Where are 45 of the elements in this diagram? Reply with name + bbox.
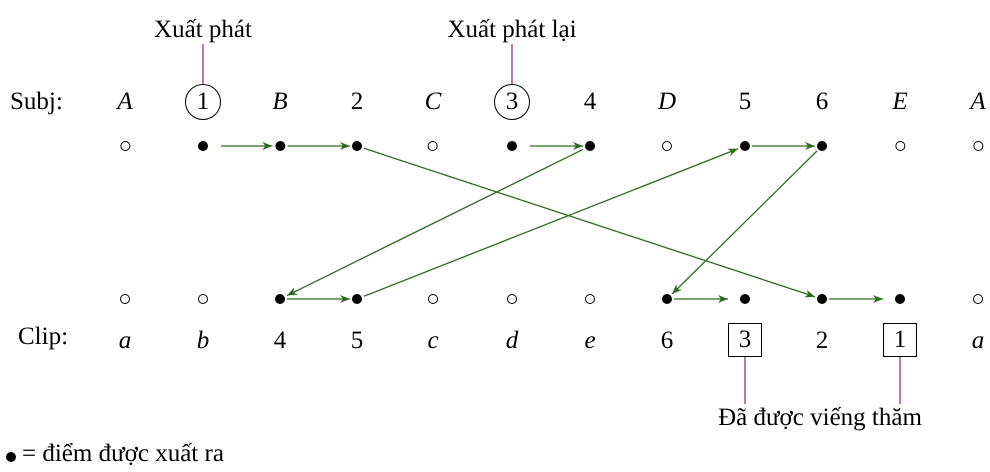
point-label: a xyxy=(971,326,985,356)
point-label: 5 xyxy=(350,326,364,356)
point-label: 5 xyxy=(738,87,752,117)
legend-text: = điểm được xuất ra xyxy=(22,440,224,468)
point-label: c xyxy=(426,326,440,356)
arrow xyxy=(829,295,883,303)
arrow xyxy=(530,142,583,150)
callout-text: Đã được viếng thăm xyxy=(718,404,922,432)
leader-line xyxy=(744,357,746,404)
circled-label: 1 xyxy=(185,84,221,120)
leader-line xyxy=(899,357,901,404)
point-label: B xyxy=(272,87,288,117)
arrow xyxy=(674,295,728,303)
point-label: C xyxy=(424,87,442,117)
leader-line xyxy=(202,44,204,84)
boxed-label: 3 xyxy=(728,323,762,357)
point-label: A xyxy=(970,87,986,117)
point-label: 2 xyxy=(350,87,364,117)
point-label: d xyxy=(505,326,519,356)
arrow xyxy=(221,142,272,150)
point-label: A xyxy=(117,87,133,117)
callout-text: Xuất phát lại xyxy=(447,16,577,44)
row-label: Clip: xyxy=(18,323,68,351)
row-label: Subj: xyxy=(10,88,63,116)
arrow xyxy=(364,148,738,297)
arrow xyxy=(364,148,816,298)
callout-text: Xuất phát xyxy=(154,16,252,44)
arrow xyxy=(288,142,350,150)
leader-line xyxy=(511,44,513,84)
point-label: a xyxy=(118,326,132,356)
point-label: 2 xyxy=(815,326,829,356)
point-label: e xyxy=(583,326,597,356)
point-label: 4 xyxy=(583,87,597,117)
point-label: D xyxy=(658,87,676,117)
point-label: 6 xyxy=(660,326,674,356)
arrow xyxy=(286,148,584,296)
arrow xyxy=(672,150,818,294)
arrow xyxy=(287,295,350,303)
arrow xyxy=(752,142,815,150)
point-label: 4 xyxy=(273,326,287,356)
point-label: E xyxy=(892,87,908,117)
circled-label: 3 xyxy=(494,84,530,120)
boxed-label: 1 xyxy=(883,323,917,357)
point-label: b xyxy=(196,326,210,356)
point-label: 6 xyxy=(815,87,829,117)
